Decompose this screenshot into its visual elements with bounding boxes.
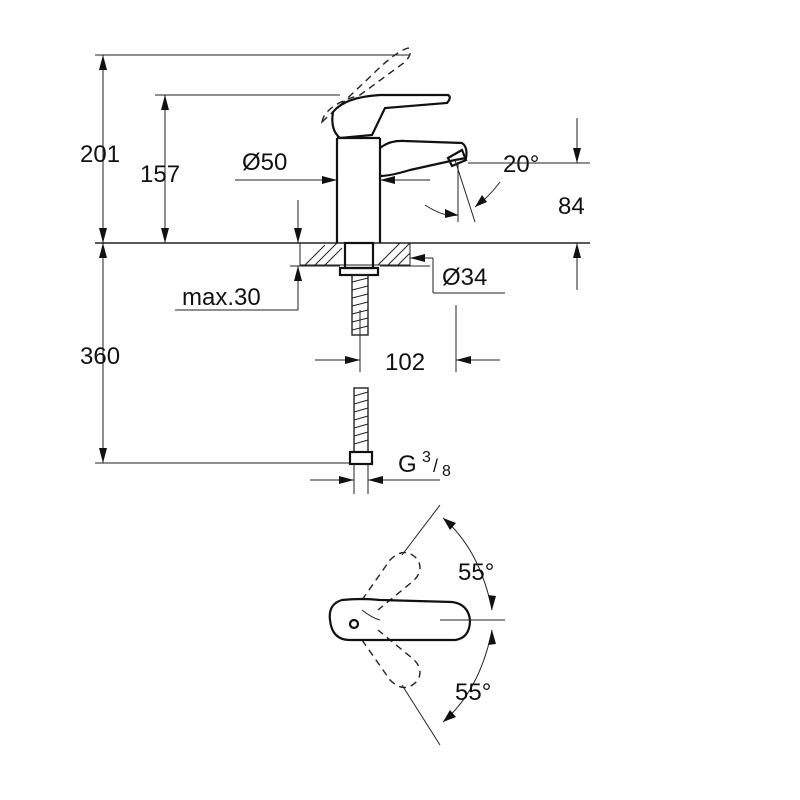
dim-total-height: 201 <box>80 54 410 243</box>
dim-spout-height: 157 <box>140 94 340 243</box>
dim-body-diameter: Ø50 <box>235 149 430 184</box>
deck-thickness-label: max.30 <box>182 284 261 311</box>
aerator <box>446 148 468 168</box>
deck-hatching <box>299 242 411 266</box>
body-diameter-label: Ø50 <box>242 149 287 176</box>
total-height-label: 201 <box>80 141 120 168</box>
dim-connection-thread: G 3 / 8 <box>310 449 451 484</box>
projection-label: 102 <box>385 349 425 376</box>
lever-alt-position <box>320 47 412 124</box>
hole-diameter-label: Ø34 <box>442 264 487 291</box>
dim-hose-length: 360 <box>80 243 350 464</box>
thread-slash: / <box>433 456 438 476</box>
faucet-side-view <box>320 47 468 243</box>
dim-projection: 102 <box>315 305 500 376</box>
thread-numerator: 3 <box>422 449 431 466</box>
dim-outlet-height: 84 <box>468 118 590 290</box>
lever-indicator-dot <box>348 618 360 630</box>
lever-top-outline <box>328 597 472 642</box>
hose-length-label: 360 <box>80 343 120 370</box>
faucet-top-view: 55° 55° <box>328 504 505 746</box>
mounting-assembly <box>338 241 380 494</box>
spout-height-label: 157 <box>140 161 180 188</box>
spout <box>379 139 468 178</box>
lever-upper-position <box>361 551 421 611</box>
lever-lower-position <box>361 629 421 689</box>
body <box>335 136 382 243</box>
thread-denominator: 8 <box>442 463 451 480</box>
angle-lower-label: 55° <box>455 679 491 706</box>
angle-upper-label: 55° <box>458 559 494 586</box>
lever <box>331 93 451 140</box>
dim-deck-thickness: max.30 <box>175 200 302 311</box>
dim-hole-diameter: Ø34 <box>410 254 505 294</box>
thread-prefix: G <box>398 451 417 478</box>
spout-angle-label: 20° <box>503 151 539 178</box>
dim-spout-angle: 20° <box>424 151 539 223</box>
outlet-height-label: 84 <box>558 193 585 220</box>
